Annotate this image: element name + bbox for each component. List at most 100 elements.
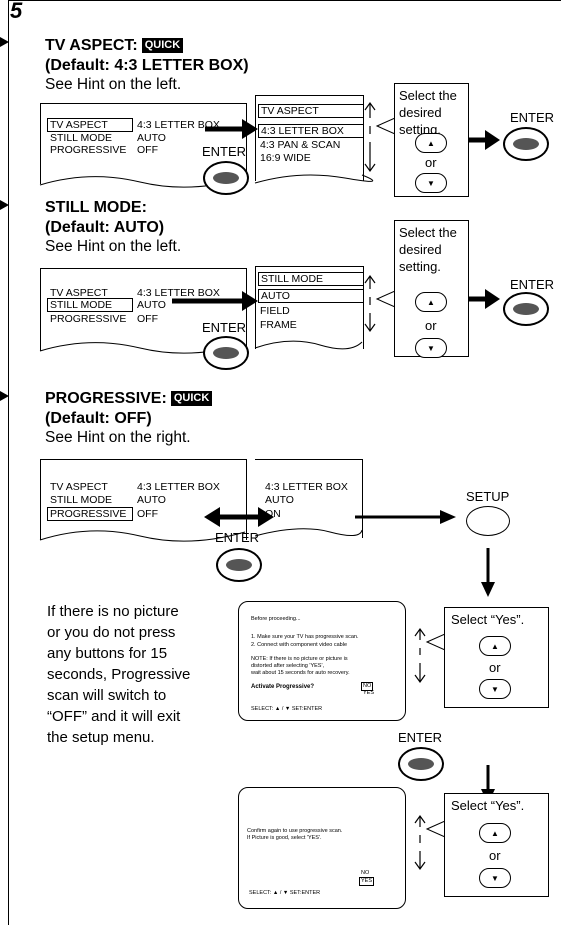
select-line: Select the	[399, 88, 457, 103]
select-line: desired	[399, 242, 442, 257]
menu-tv-aspect: TV ASPECT	[50, 481, 108, 493]
tv-aspect-title: TV ASPECT:QUICK	[45, 36, 184, 55]
menu-value: AUTO	[137, 132, 166, 144]
list-option-selected: AUTO	[258, 289, 364, 303]
screen-footer: SELECT: ▲ / ▼ SET:ENTER	[249, 890, 321, 896]
progressive-title: PROGRESSIVE:QUICK	[45, 389, 213, 408]
menu-still-mode: STILL MODE	[50, 132, 113, 144]
list-option: 4:3 PAN & SCAN	[260, 139, 341, 151]
menu-value: 4:3 LETTER BOX	[137, 287, 220, 299]
menu-tv-aspect: TV ASPECT	[50, 287, 108, 299]
screen-line: 2. Connect with component video cable	[251, 642, 348, 648]
option-list-card	[255, 266, 364, 349]
setup-menu-card	[40, 103, 247, 184]
still-mode-title: STILL MODE:	[45, 199, 147, 216]
list-option: AUTO	[265, 494, 294, 506]
screen-line: wait about 15 seconds for auto recovery.	[251, 670, 350, 676]
menu-value: 4:3 LETTER BOX	[137, 481, 220, 493]
page-border-top	[8, 0, 561, 1]
menu-value: AUTO	[137, 494, 166, 506]
enter-label: ENTER	[510, 277, 555, 292]
enter-label: ENTER	[215, 530, 260, 545]
tv-screen-before-proceeding: Before proceeding... 1. Make sure your T…	[238, 601, 406, 721]
menu-progressive: PROGRESSIVE	[50, 144, 127, 156]
enter-button[interactable]	[398, 747, 444, 781]
menu-value: OFF	[137, 144, 158, 156]
enter-label: ENTER	[398, 730, 443, 745]
progressive-default: (Default: OFF)	[45, 410, 152, 427]
quick-badge: QUICK	[141, 38, 184, 53]
screen-line: 1. Make sure your TV has progressive sca…	[251, 634, 359, 640]
progressive-title-text: PROGRESSIVE:	[45, 390, 167, 407]
select-line: setting.	[399, 259, 441, 274]
or-label: or	[489, 660, 501, 675]
setup-menu-card	[40, 268, 247, 351]
down-button[interactable]: ▼	[479, 868, 511, 888]
up-button[interactable]: ▲	[415, 133, 447, 153]
menu-still-mode-selected: STILL MODE	[47, 298, 133, 312]
updown-arrow	[364, 274, 376, 333]
updown-arrow	[364, 101, 376, 173]
note-line: or you do not press	[47, 624, 176, 641]
select-line: Select the	[399, 225, 457, 240]
up-button[interactable]: ▲	[415, 292, 447, 312]
setup-menu-card	[40, 459, 247, 540]
option-no[interactable]: NO	[361, 682, 374, 691]
list-header: TV ASPECT	[258, 104, 364, 118]
list-header: STILL MODE	[258, 272, 364, 286]
enter-button[interactable]	[503, 292, 549, 326]
updown-arrow	[414, 814, 426, 871]
screen-line: Before proceeding...	[251, 616, 301, 622]
select-line: desired	[399, 105, 442, 120]
enter-label: ENTER	[202, 144, 247, 159]
setup-label: SETUP	[466, 489, 510, 504]
option-yes[interactable]: YES	[363, 690, 375, 696]
down-button[interactable]: ▼	[415, 173, 447, 193]
note-line: any buttons for 15	[47, 645, 168, 662]
list-option: 4:3 LETTER BOX	[265, 481, 348, 493]
up-button[interactable]: ▲	[479, 636, 511, 656]
or-label: or	[425, 318, 437, 333]
down-button[interactable]: ▼	[479, 679, 511, 699]
menu-tv-aspect-selected: TV ASPECT	[47, 118, 133, 132]
section-marker-arrow	[0, 37, 9, 47]
menu-value: OFF	[137, 313, 158, 325]
still-mode-default: (Default: AUTO)	[45, 219, 165, 236]
quick-badge: QUICK	[170, 391, 213, 406]
enter-label: ENTER	[510, 110, 555, 125]
section-marker-arrow	[0, 200, 9, 210]
updown-arrow	[414, 627, 426, 684]
progressive-note: If there is no picture or you do not pre…	[47, 601, 227, 748]
setup-button[interactable]	[466, 506, 510, 536]
activate-question: Activate Progressive?	[251, 684, 315, 690]
up-button[interactable]: ▲	[479, 823, 511, 843]
enter-button[interactable]	[216, 548, 262, 582]
tv-aspect-default: (Default: 4:3 LETTER BOX)	[45, 57, 249, 74]
list-option: ON	[265, 508, 281, 520]
screen-line: NOTE: If there is no picture or picture …	[251, 656, 348, 662]
note-line: scan will switch to	[47, 687, 167, 704]
step-number: 5	[10, 0, 23, 23]
menu-value: 4:3 LETTER BOX	[137, 119, 220, 131]
list-option: 16:9 WIDE	[260, 152, 311, 164]
option-no[interactable]: NO	[361, 870, 370, 876]
enter-button[interactable]	[203, 336, 249, 370]
down-button[interactable]: ▼	[415, 338, 447, 358]
enter-label: ENTER	[202, 320, 247, 335]
progressive-hint: See Hint on the right.	[45, 429, 191, 446]
select-yes-text: Select “Yes”.	[451, 612, 525, 627]
enter-button[interactable]	[503, 127, 549, 161]
select-setting-box: Select the desired setting.	[394, 220, 469, 357]
select-setting-text: Select the desired setting.	[399, 224, 468, 275]
enter-button[interactable]	[203, 161, 249, 195]
or-label: or	[425, 155, 437, 170]
select-yes-text: Select “Yes”.	[451, 798, 525, 813]
list-option-selected: 4:3 LETTER BOX	[258, 124, 364, 138]
list-option: FRAME	[260, 319, 297, 331]
screen-line: Confirm again to use progressive scan.	[247, 828, 343, 834]
or-label: or	[489, 848, 501, 863]
note-line: If there is no picture	[47, 603, 179, 620]
tv-screen-confirm: Confirm again to use progressive scan. I…	[238, 787, 406, 909]
option-yes[interactable]: YES	[359, 877, 375, 886]
